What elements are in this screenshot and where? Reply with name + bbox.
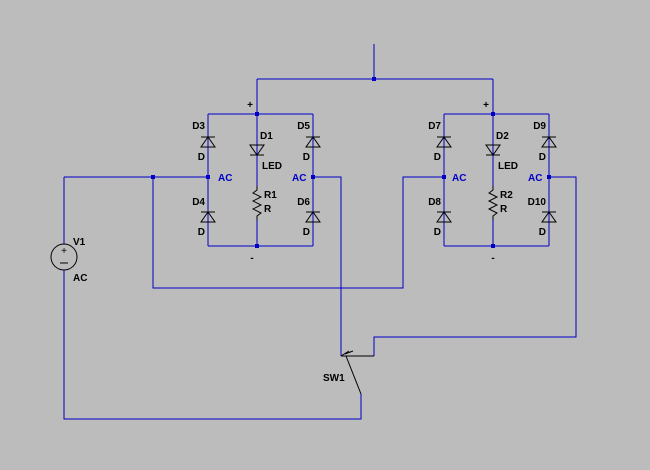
diode-icon [436, 211, 452, 223]
junction-dot [206, 175, 210, 179]
bridge-ac-right-label: AC [528, 173, 542, 184]
diode-icon [200, 211, 216, 223]
junction-dot [255, 244, 259, 248]
diode-name-label: D9 [533, 121, 546, 132]
diode-d9: D9 D [533, 121, 557, 163]
diode-name-label: D3 [192, 121, 205, 132]
ac-source-circle-icon [50, 243, 78, 271]
switch-contact-icon [340, 350, 350, 357]
diode-value-label: D [539, 227, 546, 238]
bridge-ac-right-label: AC [292, 173, 306, 184]
bridge-2: D7 D D8 D D9 D D10 D D2 LED [428, 100, 557, 264]
led-d2: D2 LED [485, 131, 518, 172]
switch-contact-icon [344, 350, 354, 355]
junction-dot [491, 112, 495, 116]
diode-value-label: D [434, 227, 441, 238]
diode-value-label: D [303, 152, 310, 163]
voltage-source-v1: + V1 AC [50, 237, 87, 284]
bridge1-right-ac-wire [313, 176, 342, 356]
resistor-r2: R2 R [487, 186, 513, 220]
diode-icon [541, 211, 557, 223]
junction-dot [151, 175, 155, 179]
switch-sw1: SW1 [323, 350, 374, 395]
source-bottom-wire [63, 270, 362, 420]
resistor-value-label: R [264, 204, 272, 215]
source-value-label: AC [73, 273, 87, 284]
led-name-label: D2 [496, 131, 509, 142]
diode-name-label: D5 [297, 121, 310, 132]
diode-d4: D4 D [192, 197, 216, 238]
diode-icon [200, 136, 216, 148]
led-name-label: D1 [260, 131, 273, 142]
junction-dot [372, 77, 376, 81]
diode-name-label: D10 [528, 197, 547, 208]
bridge-minus-label: - [250, 253, 253, 264]
bridge2-right-ac-wire [373, 176, 577, 356]
resistor-zigzag-icon [251, 186, 263, 220]
diode-icon [305, 136, 321, 148]
diode-value-label: D [198, 227, 205, 238]
resistor-name-label: R1 [264, 190, 277, 201]
junction-dot [442, 175, 446, 179]
diode-d6: D6 D [297, 197, 321, 238]
switch-lever-icon [345, 355, 362, 395]
bridge-ac-left-label: AC [218, 173, 232, 184]
junction-dot [491, 244, 495, 248]
led-d1: D1 LED [249, 131, 282, 172]
diode-icon [436, 136, 452, 148]
resistor-zigzag-icon [487, 186, 499, 220]
led-icon [485, 144, 501, 156]
diode-d7: D7 D [428, 121, 452, 163]
diode-d3: D3 D [192, 121, 216, 163]
diode-name-label: D7 [428, 121, 441, 132]
diode-name-label: D4 [192, 197, 205, 208]
resistor-value-label: R [500, 204, 508, 215]
junction-dot [547, 175, 551, 179]
bridge-ac-left-label: AC [452, 173, 466, 184]
junction-dot [255, 112, 259, 116]
diode-d5: D5 D [297, 121, 321, 163]
plus-sign-icon: + [61, 246, 67, 257]
diode-value-label: D [539, 152, 546, 163]
resistor-name-label: R2 [500, 190, 513, 201]
junction-dot [311, 175, 315, 179]
main-wires [63, 44, 577, 420]
diode-value-label: D [434, 152, 441, 163]
diode-value-label: D [198, 152, 205, 163]
diode-d10: D10 D [528, 197, 557, 238]
bridge-minus-label: - [491, 253, 494, 264]
diode-value-label: D [303, 227, 310, 238]
diode-name-label: D6 [297, 197, 310, 208]
source-name-label: V1 [73, 237, 86, 248]
bridge1-to-bridge2-wire [152, 176, 444, 289]
led-value-label: LED [262, 161, 282, 172]
bridge-plus-label: + [247, 100, 253, 111]
led-icon [249, 144, 265, 156]
resistor-r1: R1 R [251, 186, 277, 220]
diode-d8: D8 D [428, 197, 452, 238]
diode-icon [541, 136, 557, 148]
switch-name-label: SW1 [323, 373, 345, 384]
bridge-1: D3 D D4 D D5 D D6 D D1 LED [192, 100, 321, 264]
bridge-plus-label: + [483, 100, 489, 111]
led-value-label: LED [498, 161, 518, 172]
diode-icon [305, 211, 321, 223]
diode-name-label: D8 [428, 197, 441, 208]
